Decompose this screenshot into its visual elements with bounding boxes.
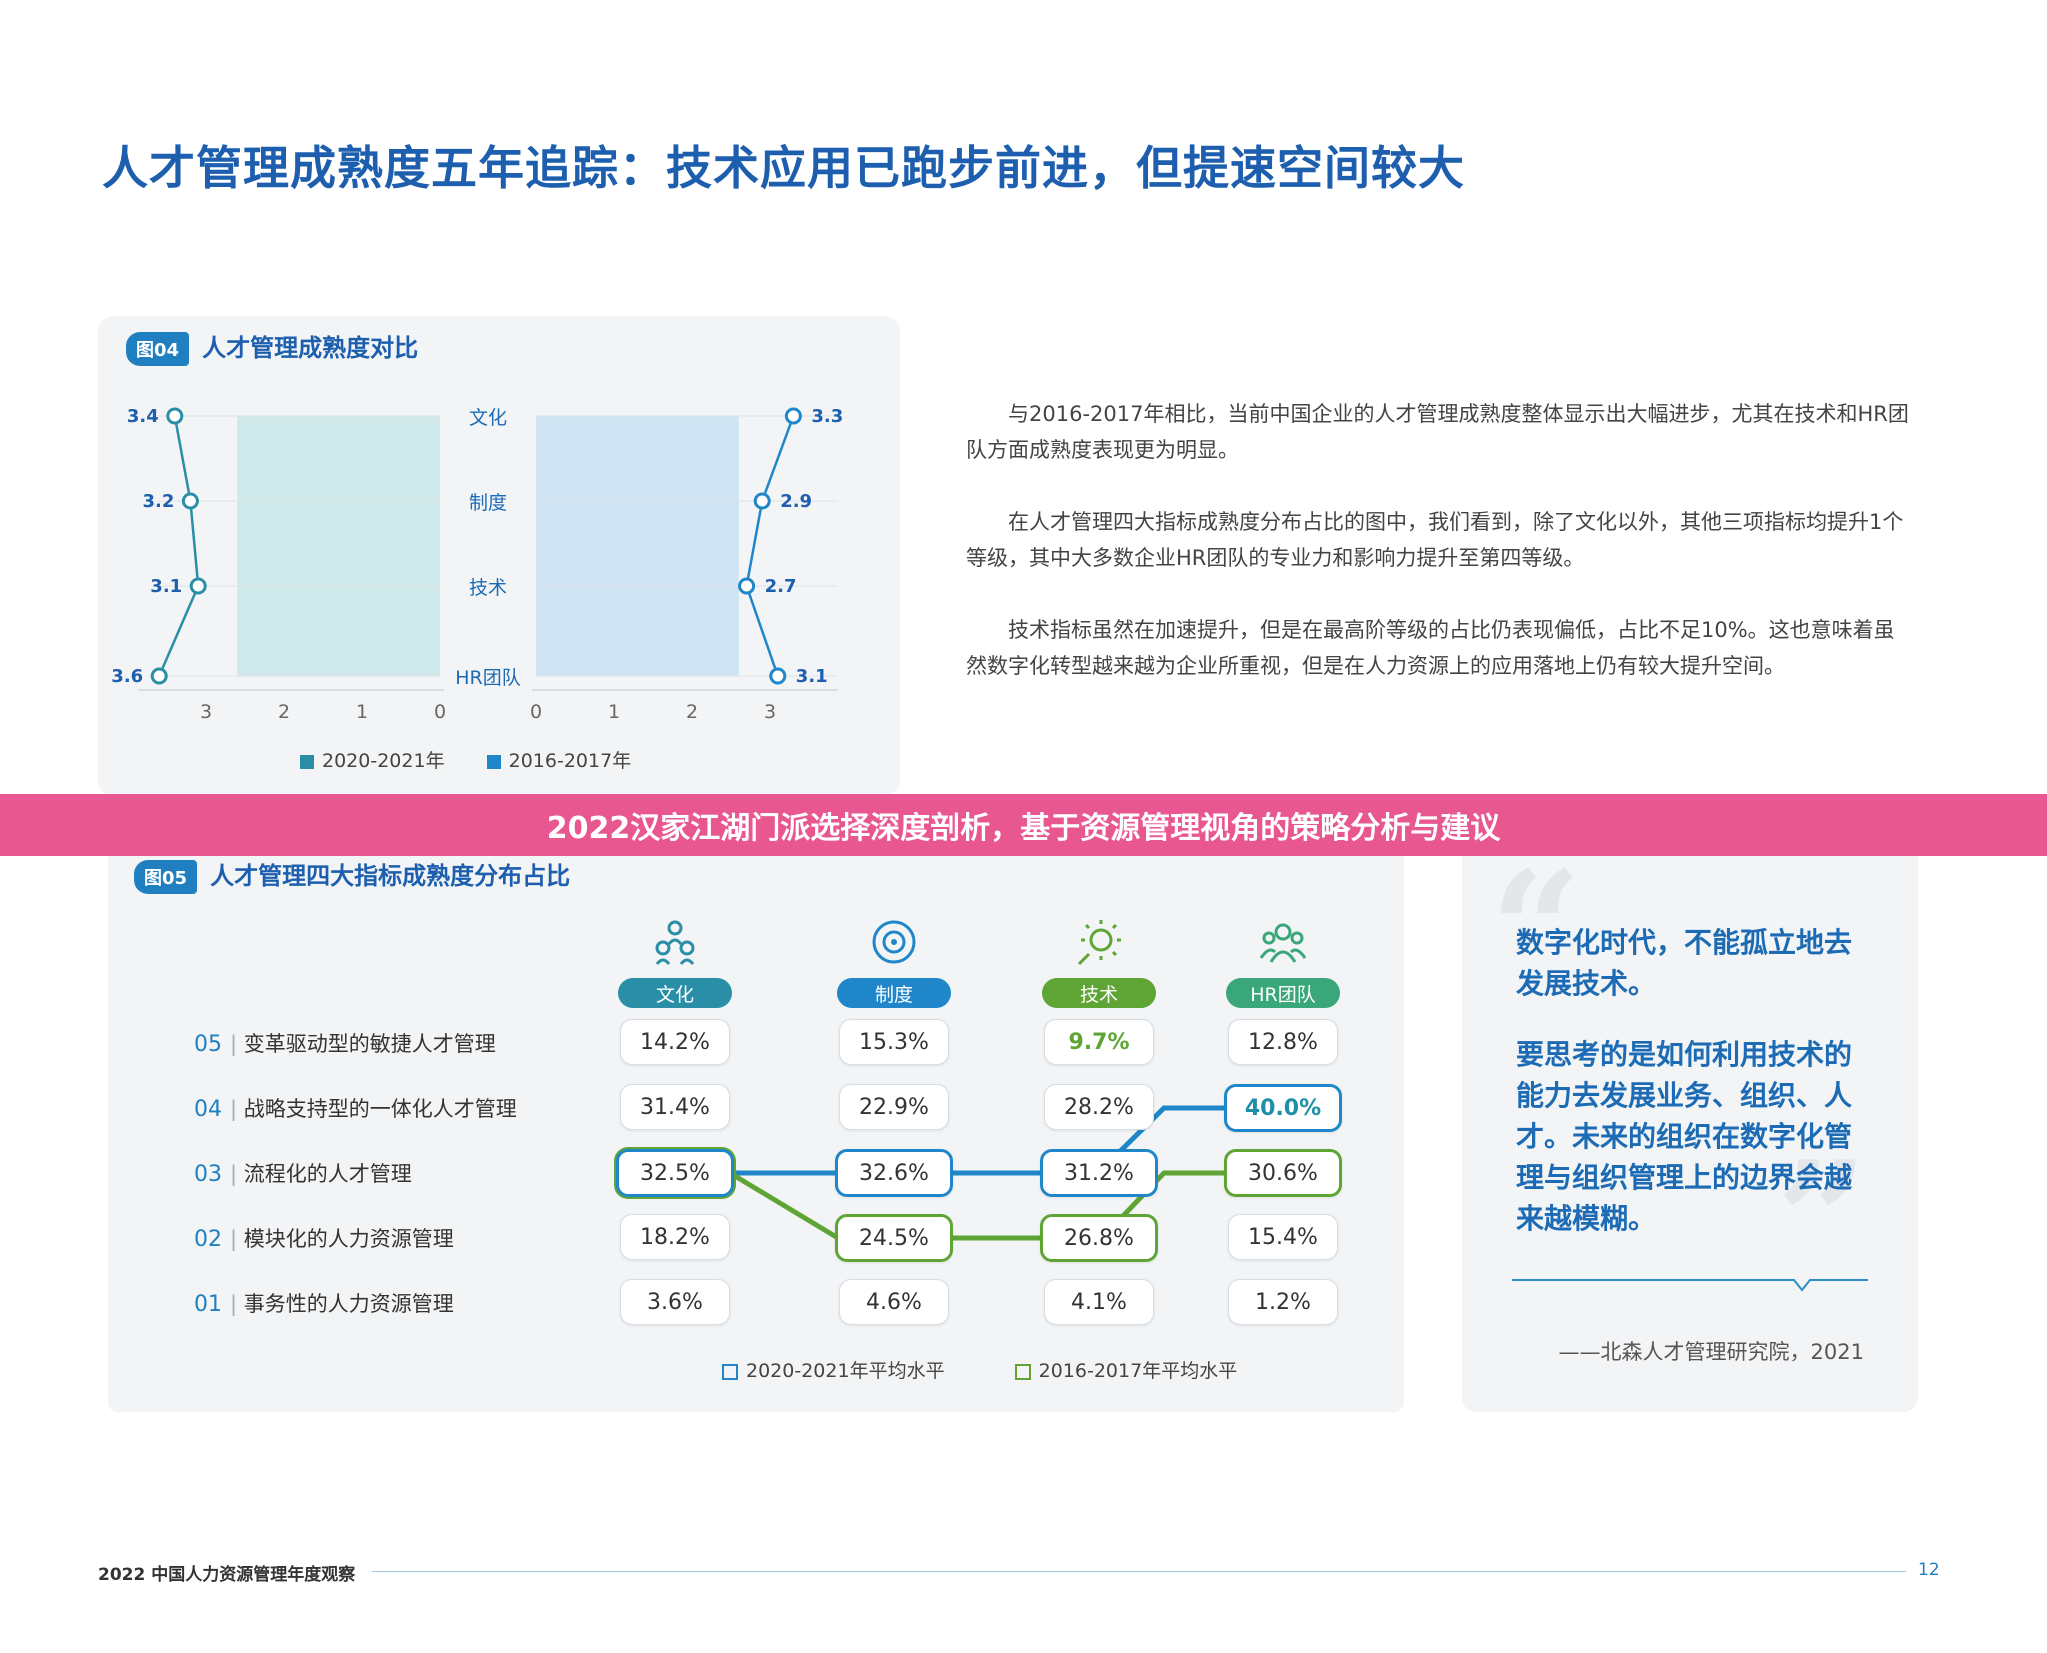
quote-line-2: 要思考的是如何利用技术的能力去发展业务、组织、人才。未来的组织在数字化管理与组织… — [1516, 1038, 1853, 1235]
fig04-point-2020 — [150, 667, 168, 685]
fig04-category-label: 技术 — [469, 577, 507, 599]
banner: 2022汉家江湖门派选择深度剖析，基于资源管理视角的策略分析与建议 — [0, 794, 2047, 856]
fig05-tag: 图05 — [134, 860, 198, 894]
cell-04-hr: 40.0% — [1224, 1084, 1342, 1132]
fig05-col-2: 技术 — [1042, 918, 1156, 1008]
fig04-point-2016 — [784, 407, 802, 425]
tech-icon — [1077, 920, 1121, 966]
cell-03-hr: 30.6% — [1224, 1149, 1342, 1197]
hr-team-icon — [1259, 923, 1307, 963]
tab-tech: 技术 — [1042, 978, 1156, 1008]
fig04-point-2020 — [181, 492, 199, 510]
footer-left: 2022 中国人力资源管理年度观察 — [98, 1565, 356, 1585]
fig04-tick-left: 1 — [356, 701, 368, 723]
fig04-left-fill — [237, 416, 440, 676]
cell-05-hr: 12.8% — [1228, 1019, 1338, 1065]
fig04-tick-left: 3 — [200, 701, 212, 723]
paragraph-2: 在人才管理四大指标成熟度分布占比的图中，我们看到，除了文化以外，其他三项指标均提… — [966, 510, 1904, 570]
cell-01-hr: 1.2% — [1228, 1279, 1338, 1325]
fig04-right-fill — [536, 416, 739, 676]
fig05-legend: 2020-2021年平均水平 2016-2017年平均水平 — [722, 1356, 1237, 1383]
cell-02-culture: 18.2% — [620, 1214, 730, 1260]
row-label-02: 02| 模块化的人力资源管理 — [194, 1227, 454, 1252]
fig05-panel — [108, 856, 1404, 1412]
fig04-data-label-2016: 2.9 — [780, 491, 812, 512]
cell-04-culture: 31.4% — [620, 1084, 730, 1130]
culture-icon — [655, 920, 695, 965]
fig04-legend-2016: 2016-2017年 — [486, 750, 631, 772]
quote-panel — [1462, 856, 1918, 1412]
page-title: 人才管理成熟度五年追踪：技术应用已跑步前进，但提速空间较大 — [102, 141, 1465, 195]
paragraph-3: 技术指标虽然在加速提升，但是在最高阶等级的占比仍表现偏低，占比不足10%。这也意… — [966, 618, 1895, 678]
fig04-point-2016 — [738, 577, 756, 595]
fig04-data-label-2020: 3.2 — [143, 491, 175, 512]
cell-01-culture: 3.6% — [620, 1279, 730, 1325]
cell-03-system: 32.6% — [835, 1149, 953, 1197]
fig05-header: 图05 人才管理四大指标成熟度分布占比 — [134, 856, 570, 894]
fig04-legend: 2020-2021年 2016-2017年 — [300, 746, 631, 773]
fig04-tick-right: 1 — [608, 701, 620, 723]
fig05-legend-2020: 2020-2021年平均水平 — [722, 1360, 945, 1382]
fig05-legend-2016: 2016-2017年平均水平 — [1014, 1360, 1237, 1382]
cell-04-system: 22.9% — [839, 1084, 949, 1130]
fig04-tick-right: 2 — [686, 701, 698, 723]
cell-01-tech: 4.1% — [1044, 1279, 1154, 1325]
cell-02-hr: 15.4% — [1228, 1214, 1338, 1260]
cell-03-tech: 31.2% — [1040, 1149, 1158, 1197]
cell-03-culture: 32.5% — [616, 1149, 734, 1197]
row-label-04: 04| 战略支持型的一体化人才管理 — [194, 1097, 517, 1122]
fig04-data-label-2016: 2.7 — [765, 576, 797, 597]
fig04-data-label-2020: 3.4 — [127, 406, 159, 427]
fig04-data-label-2016: 3.1 — [796, 666, 828, 687]
fig04-tag: 图04 — [126, 332, 190, 366]
cell-04-tech: 28.2% — [1044, 1084, 1154, 1130]
paragraph-1: 与2016-2017年相比，当前中国企业的人才管理成熟度整体显示出大幅进步，尤其… — [966, 402, 1909, 462]
cell-05-tech: 9.7% — [1044, 1019, 1154, 1065]
fig04-point-2016 — [769, 667, 787, 685]
quote-line-1: 数字化时代，不能孤立地去发展技术。 — [1516, 926, 1853, 1000]
cell-02-tech: 26.8% — [1040, 1214, 1158, 1262]
fig05-col-1: 制度 — [837, 918, 951, 1008]
close-quote-icon: ” — [1776, 1126, 1869, 1314]
fig04-legend-2020: 2020-2021年 — [300, 750, 445, 772]
tab-hr-team: HR团队 — [1226, 978, 1340, 1008]
system-icon — [872, 920, 916, 964]
footer-rule — [372, 1571, 1906, 1572]
cell-05-system: 15.3% — [839, 1019, 949, 1065]
fig04-point-2020 — [189, 577, 207, 595]
fig04-point-2020 — [166, 407, 184, 425]
fig04-tick-left: 2 — [278, 701, 290, 723]
footer-page-number: 12 — [1918, 1560, 1940, 1580]
fig04-point-2016 — [753, 492, 771, 510]
fig04-line-2016 — [745, 415, 795, 677]
quote-divider — [1512, 1279, 1868, 1292]
fig05-col-0: 文化 — [618, 918, 732, 1008]
fig04-title: 人才管理成熟度对比 — [202, 334, 419, 362]
cell-02-system: 24.5% — [835, 1214, 953, 1262]
fig04-panel — [98, 316, 900, 796]
fig04-data-label-2020: 3.1 — [150, 576, 182, 597]
cell-05-culture: 14.2% — [620, 1019, 730, 1065]
fig04-data-label-2016: 3.3 — [811, 406, 843, 427]
fig05-col-3: HR团队 — [1226, 918, 1340, 1008]
row-label-03: 03| 流程化的人才管理 — [194, 1162, 412, 1187]
fig04-line-2020 — [158, 415, 200, 677]
fig04-header: 图04 人才管理成熟度对比 — [126, 328, 418, 366]
fig04-category-label: HR团队 — [455, 667, 521, 689]
tab-culture: 文化 — [618, 978, 732, 1008]
fig04-data-label-2020: 3.6 — [111, 666, 143, 687]
fig04-tick-left: 0 — [434, 701, 446, 723]
fig04-tick-right: 3 — [764, 701, 776, 723]
fig04-category-label: 文化 — [469, 407, 507, 429]
row-label-01: 01| 事务性的人力资源管理 — [194, 1292, 454, 1317]
fig04-category-label: 制度 — [469, 492, 507, 514]
open-quote-icon: “ — [1490, 836, 1583, 1024]
fig04-tick-right: 0 — [530, 701, 542, 723]
fig05-title: 人才管理四大指标成熟度分布占比 — [210, 862, 571, 890]
row-label-05: 05| 变革驱动型的敏捷人才管理 — [194, 1032, 496, 1057]
tab-system: 制度 — [837, 978, 951, 1008]
quote-source: ——北森人才管理研究院，2021 — [1558, 1340, 1864, 1364]
cell-01-system: 4.6% — [839, 1279, 949, 1325]
